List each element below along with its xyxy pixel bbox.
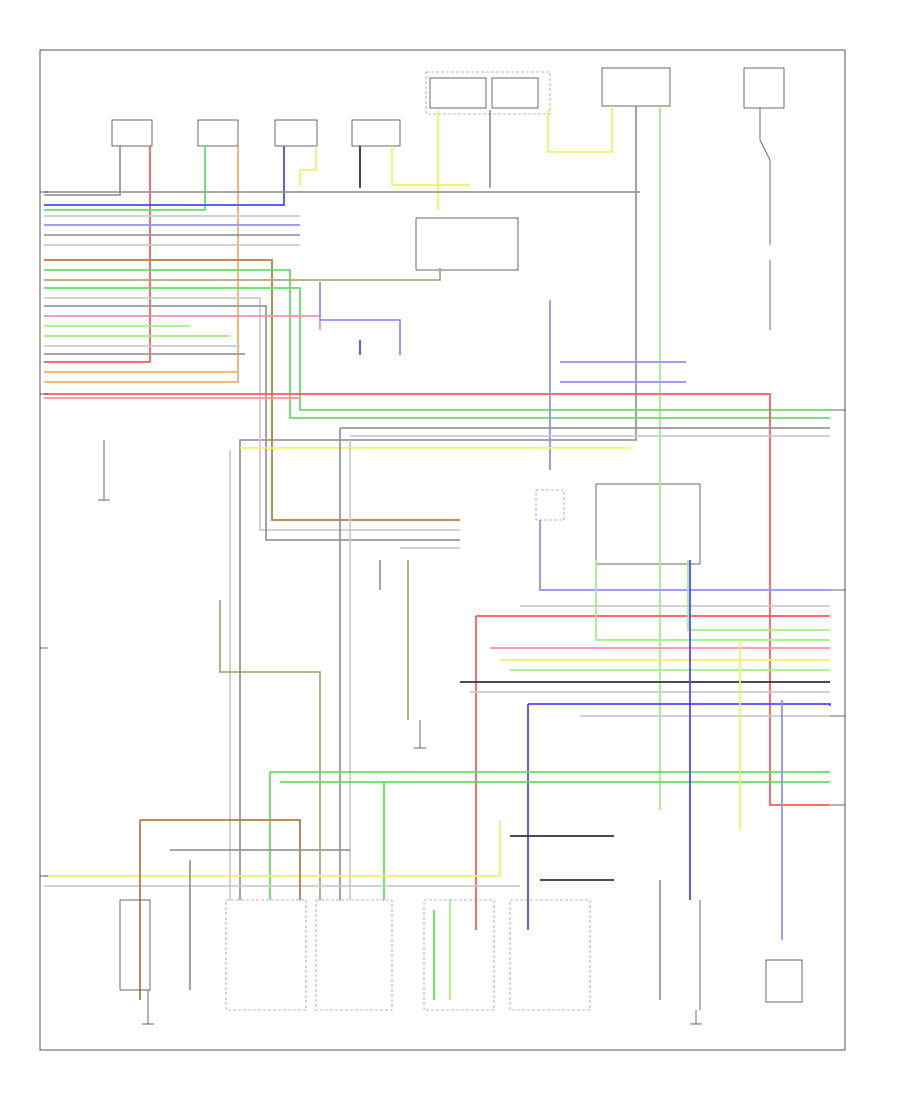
fuse-relay-inner-left	[429, 77, 487, 109]
left-front-sensor-box	[274, 119, 318, 147]
wire-blue-lf	[44, 146, 285, 206]
bottom-connector-5-box	[509, 899, 591, 1011]
right-edge-terminals	[830, 409, 845, 806]
wire-yellow-lr	[391, 146, 470, 186]
left-harness	[44, 191, 830, 806]
relay-top-right-box	[601, 67, 671, 107]
fuse-relay-inner-right	[491, 77, 539, 109]
harness-light-gray-3	[44, 297, 460, 531]
wire-gray-rf	[44, 146, 121, 196]
middle-connector-box	[535, 489, 565, 521]
harness-green-2	[44, 287, 830, 411]
left-edge-terminals	[40, 191, 48, 877]
rh-light-green-2	[687, 560, 830, 631]
harness-olive	[44, 268, 441, 281]
top-sensor-boxes	[111, 67, 785, 565]
rh-blue-1	[539, 520, 830, 591]
bottom-connector-4-box	[423, 899, 495, 1011]
wire-red-rf	[44, 146, 151, 363]
wire-yellow-relay	[547, 106, 613, 153]
ground-symbols	[98, 440, 702, 1025]
center-wires	[219, 282, 830, 900]
wire-olive-drop	[219, 600, 321, 900]
bottom-connectors	[119, 899, 803, 1011]
wire-gray-relay	[239, 106, 637, 900]
wire-blue-center-1	[319, 282, 401, 355]
wire-yellow-lf	[299, 146, 317, 186]
left-rear-sensor-box	[351, 119, 401, 147]
top-drop-wires	[44, 106, 771, 900]
right-front-sensor-box	[111, 119, 153, 147]
bottom-connector-left-box	[119, 899, 151, 991]
diagram-frame	[39, 49, 846, 1051]
bottom-wires	[44, 819, 701, 1010]
wire-green-rr	[44, 146, 206, 211]
rh-light-green-1	[595, 560, 830, 641]
harness-gray-3	[44, 305, 460, 541]
fuse-top-right-box	[743, 67, 785, 109]
abs-control-unit-box	[415, 217, 519, 271]
harness-green-1	[44, 269, 830, 419]
fuse-relay-box	[425, 71, 551, 115]
bottom-connector-right-box	[765, 959, 803, 1003]
bottom-brown-1	[140, 819, 301, 900]
right-harness	[269, 520, 831, 940]
right-rear-sensor-box	[197, 119, 239, 147]
bottom-yellow-bus	[44, 820, 501, 877]
harness-pink-1	[44, 315, 321, 330]
relay-middle-right-box	[595, 483, 701, 565]
bottom-connector-2-box	[225, 899, 307, 1011]
wire-black-fuse-right	[759, 108, 771, 245]
harness-red-main	[44, 393, 830, 806]
rh-blue-2	[528, 703, 831, 706]
harness-brown	[44, 259, 460, 521]
bottom-connector-3-box	[315, 899, 393, 1011]
